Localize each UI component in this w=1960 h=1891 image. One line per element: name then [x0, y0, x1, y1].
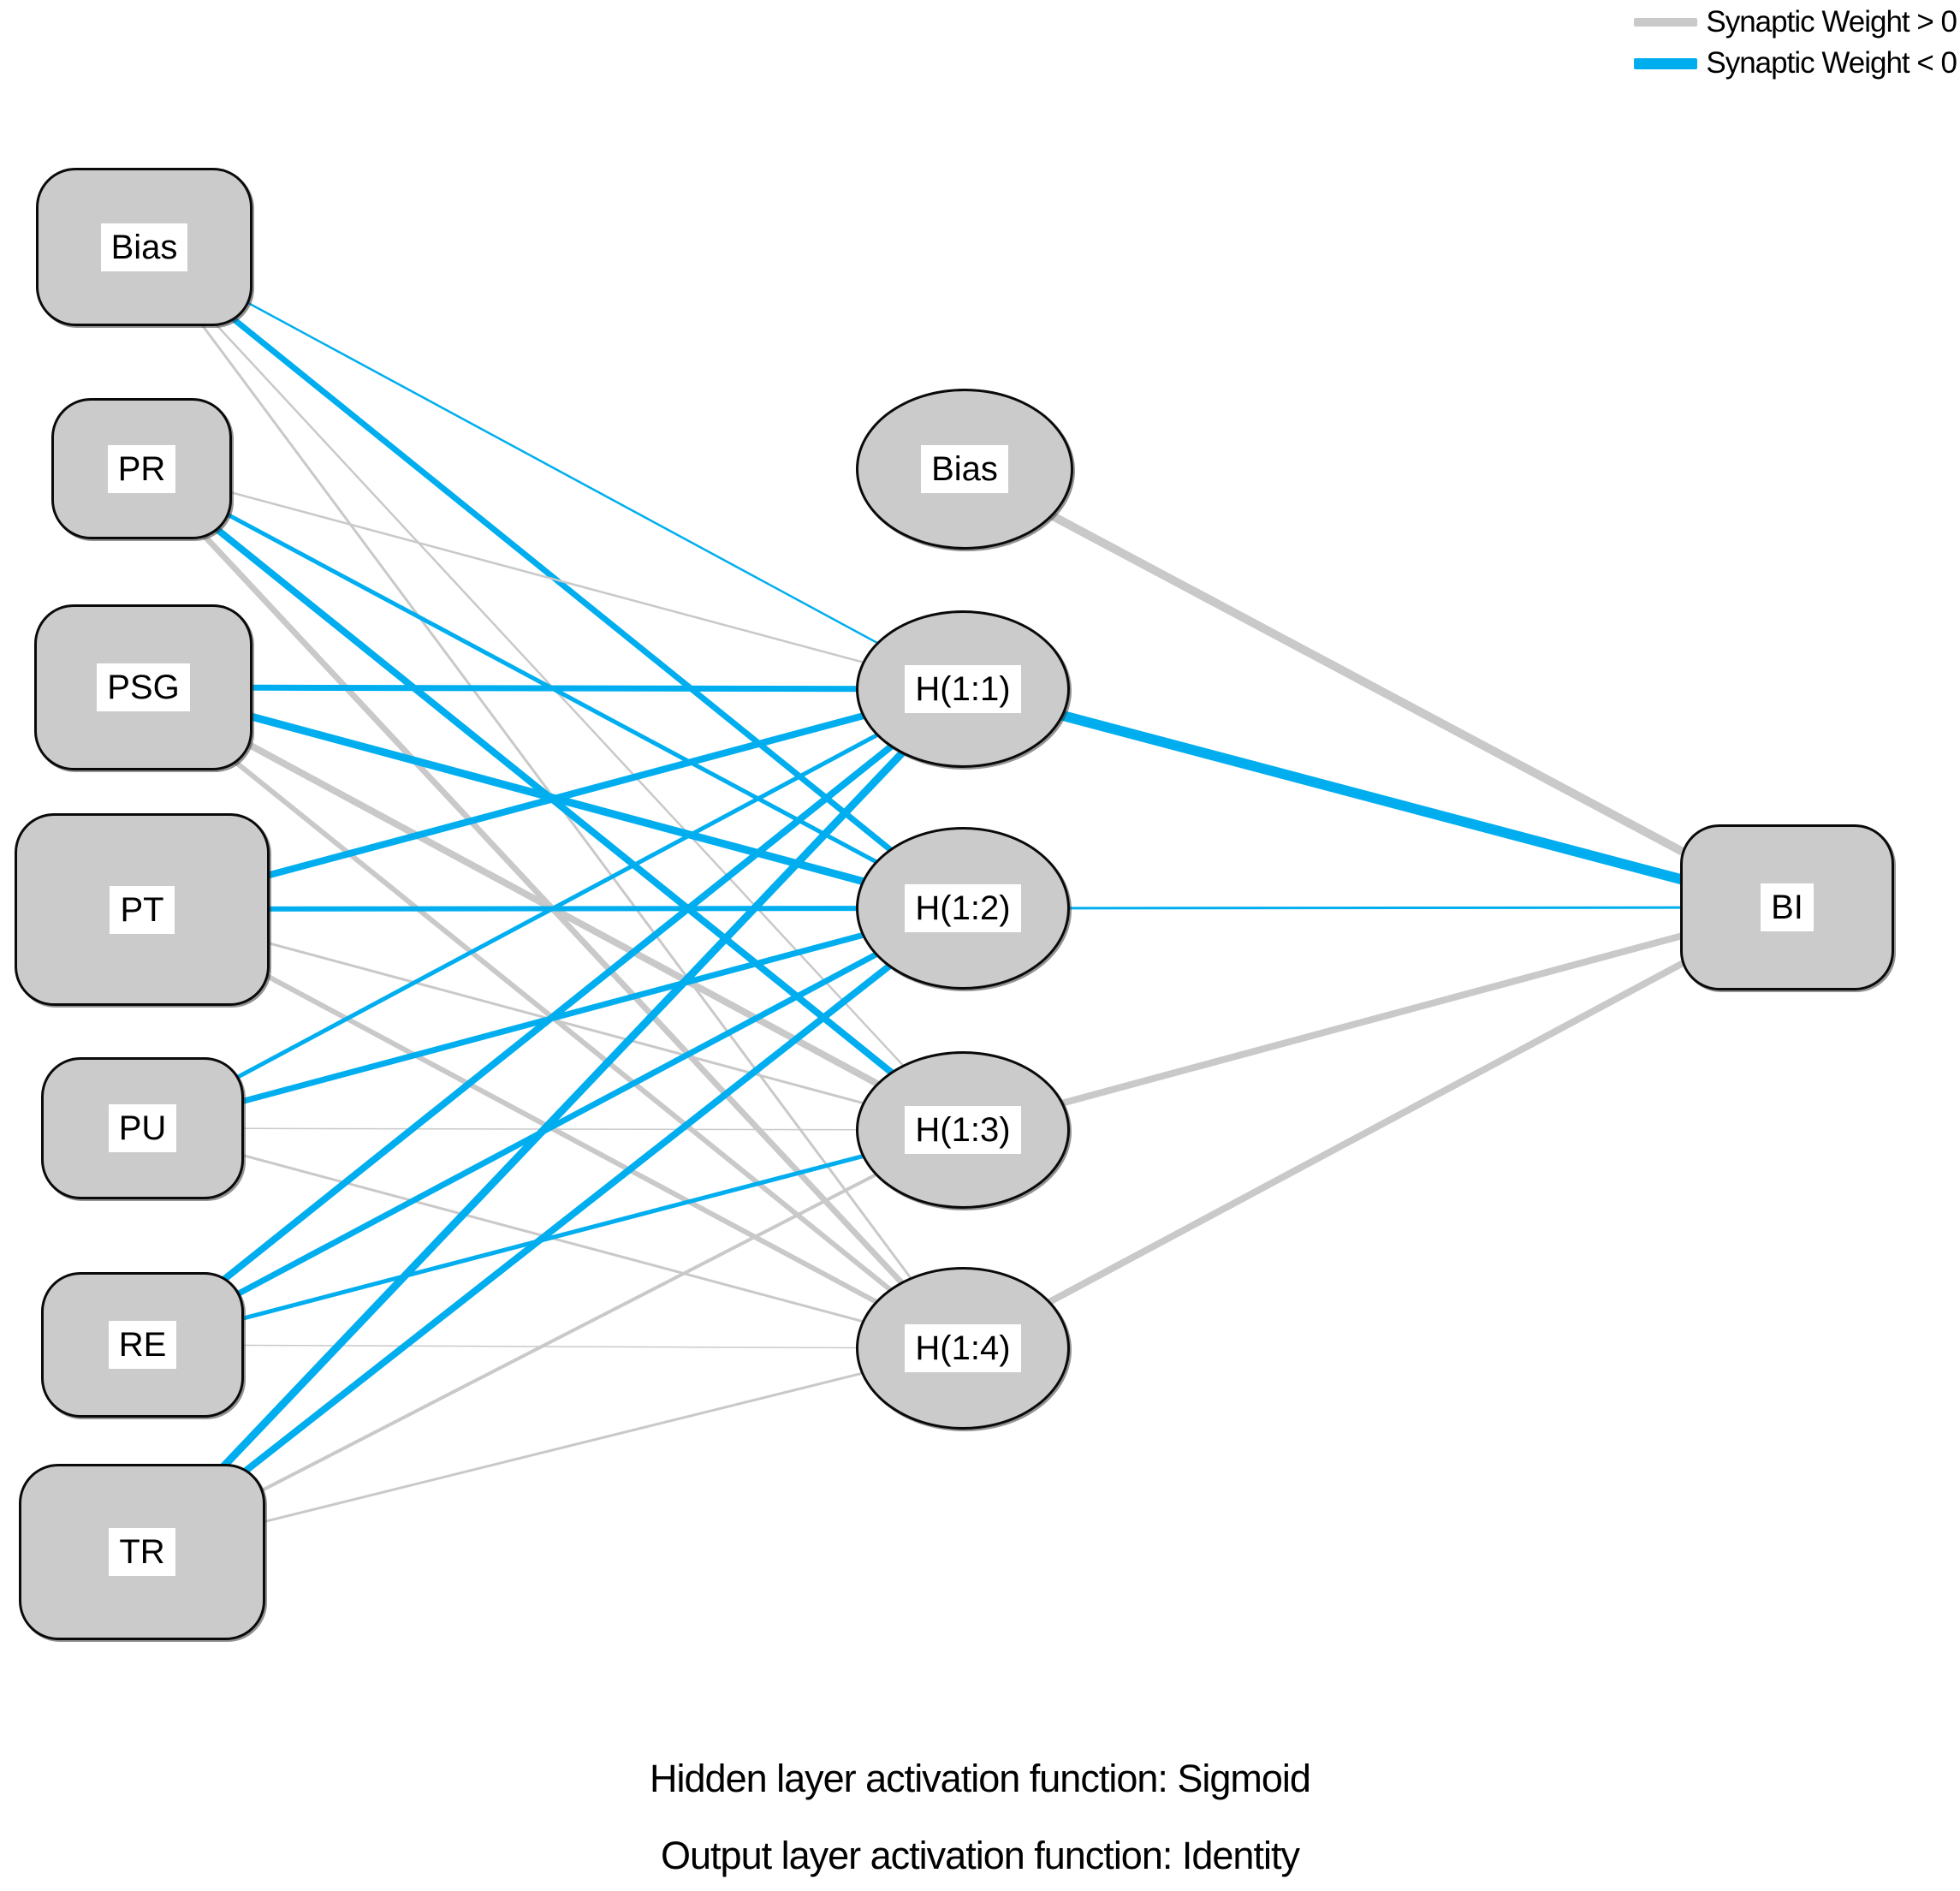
input-node-bias: Bias: [36, 168, 252, 326]
connection-line-bias_in-h12: [141, 244, 965, 911]
input-node-tr-label: TR: [109, 1528, 175, 1576]
hidden-node-bias-label: Bias: [921, 445, 1008, 493]
connection-line-tr-h12: [140, 905, 965, 1555]
hidden-node-bias: Bias: [856, 389, 1073, 550]
connection-line-pu-h11: [140, 687, 965, 1131]
connection-line-h14-bi: [961, 904, 1789, 1352]
input-node-bias-label: Bias: [100, 223, 188, 271]
hidden-node-h11-label: H(1:1): [905, 665, 1021, 713]
input-node-pt-label: PT: [110, 885, 175, 934]
input-node-pu: PU: [41, 1057, 244, 1199]
connection-line-h13-bi: [961, 904, 1789, 1133]
connection-line-h12-bi: [962, 906, 1788, 910]
input-node-pu-label: PU: [108, 1104, 177, 1152]
connection-line-pt-h11: [140, 686, 965, 913]
hidden-node-h11: H(1:1): [856, 610, 1070, 768]
hidden-activation-caption: Hidden layer activation function: Sigmoi…: [650, 1757, 1311, 1800]
legend: Synaptic Weight > 0 Synaptic Weight < 0: [1634, 5, 1957, 80]
hidden-node-h13: H(1:3): [856, 1051, 1070, 1209]
output-activation-caption: Output layer activation function: Identi…: [661, 1834, 1300, 1877]
input-node-pr: PR: [51, 398, 232, 539]
connection-line-bias_h-bi: [962, 465, 1790, 912]
input-node-psg: PSG: [34, 604, 252, 770]
hidden-node-h12: H(1:2): [856, 827, 1070, 990]
input-node-re-label: RE: [108, 1321, 177, 1369]
input-node-re: RE: [41, 1272, 244, 1418]
connection-line-tr-h13: [141, 1128, 964, 1554]
hidden-node-h14-label: H(1:4): [905, 1324, 1021, 1372]
output-node-bi-label: BI: [1761, 883, 1814, 931]
input-node-tr: TR: [19, 1464, 265, 1640]
output-node-bi: BI: [1680, 824, 1894, 990]
input-node-psg-label: PSG: [97, 663, 190, 711]
connection-line-re-h13: [141, 1127, 964, 1347]
positive-weight-swatch-icon: [1634, 18, 1698, 27]
connection-line-tr-h11: [139, 686, 966, 1555]
legend-row-negative: Synaptic Weight < 0: [1634, 46, 1957, 80]
input-node-pt: PT: [15, 813, 270, 1006]
legend-negative-label: Synaptic Weight < 0: [1706, 46, 1957, 80]
connection-line-pr-h11: [140, 467, 964, 691]
hidden-node-h14: H(1:4): [856, 1267, 1070, 1430]
legend-row-positive: Synaptic Weight > 0: [1634, 5, 1957, 39]
connection-line-re-h14: [141, 1344, 964, 1349]
connection-line-bias_in-h11: [143, 245, 964, 691]
connection-line-h11-bi: [961, 684, 1789, 913]
input-node-pr-label: PR: [107, 444, 176, 493]
negative-weight-swatch-icon: [1634, 57, 1698, 69]
legend-positive-label: Synaptic Weight > 0: [1706, 5, 1957, 39]
connection-line-psg-h11: [142, 684, 964, 693]
connection-line-re-h11: [140, 686, 965, 1348]
connection-line-tr-h14: [141, 1347, 964, 1554]
connection-line-re-h12: [140, 905, 965, 1348]
hidden-node-h12-label: H(1:2): [905, 884, 1021, 932]
hidden-node-h13-label: H(1:3): [905, 1106, 1021, 1154]
